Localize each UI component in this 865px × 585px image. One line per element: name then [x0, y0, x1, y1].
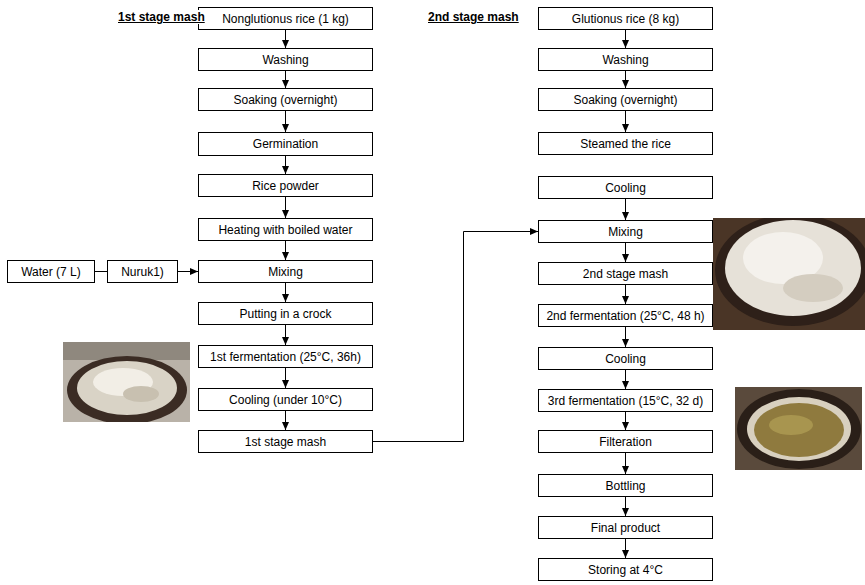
process-box: Rice powder — [198, 174, 373, 197]
flow-arrow — [625, 71, 626, 88]
process-box: Bottling — [538, 474, 713, 497]
flow-arrow — [285, 411, 286, 430]
wine-highlight — [769, 415, 813, 435]
process-box: Germination — [198, 132, 373, 156]
step-text: Steamed the rice — [580, 137, 671, 151]
step-text: 1st fermentation (25°C, 36h) — [210, 350, 361, 364]
process-box: Heating with boiled water — [198, 218, 373, 241]
step-text: Mixing — [608, 225, 643, 239]
process-box: Mixing — [198, 260, 373, 283]
step-text: 2nd stage mash — [583, 267, 668, 281]
wine-surface — [754, 403, 844, 457]
flow-arrow — [95, 271, 107, 272]
step-text: Cooling (under 10°C) — [229, 393, 342, 407]
flow-arrow — [625, 453, 626, 474]
flow-arrow — [285, 30, 286, 48]
step-text: Cooling — [605, 181, 646, 195]
process-box: 1st stage mash — [198, 430, 373, 453]
flow-arrow — [625, 285, 626, 304]
step-text: Cooling — [605, 352, 646, 366]
process-box: 1st fermentation (25°C, 36h) — [198, 345, 373, 368]
flow-arrow — [178, 271, 198, 272]
step-text: 3rd fermentation (15°C, 32 d) — [548, 394, 704, 408]
flow-arrow — [625, 497, 626, 516]
crock-rim — [67, 356, 187, 422]
flow-arrow — [625, 199, 626, 220]
process-box: Nuruk1) — [107, 260, 178, 283]
process-box: 2nd fermentation (25°C, 48 h) — [538, 304, 713, 327]
process-box: 2nd stage mash — [538, 262, 713, 285]
flow-arrow — [625, 111, 626, 132]
crock-rim — [737, 389, 861, 469]
step-text: Water (7 L) — [21, 265, 81, 279]
step-text: Nuruk1) — [121, 265, 164, 279]
process-box: 3rd fermentation (15°C, 32 d) — [538, 389, 713, 412]
flow-arrow — [285, 111, 286, 132]
step-text: Soaking (overnight) — [233, 93, 337, 107]
step-text: Soaking (overnight) — [573, 93, 677, 107]
process-box: Storing at 4°C — [538, 558, 713, 581]
step-text: Washing — [262, 53, 308, 67]
flow-arrow — [625, 30, 626, 48]
process-box: Washing — [538, 48, 713, 71]
mash-shadow — [783, 274, 843, 302]
step-text: Mixing — [268, 265, 303, 279]
crock-photo-third-fermentation — [735, 387, 862, 470]
flow-arrow — [285, 156, 286, 174]
step-text: Nonglutionus rice (1 kg) — [222, 12, 349, 26]
crock-lip — [747, 397, 851, 461]
step-text: Heating with boiled water — [218, 223, 352, 237]
step-text: Washing — [602, 53, 648, 67]
flow-arrow — [625, 327, 626, 347]
flow-arrow — [625, 539, 626, 558]
step-text: 2nd fermentation (25°C, 48 h) — [546, 309, 704, 323]
step-text: Bottling — [605, 479, 645, 493]
mash-surface — [725, 220, 861, 316]
flow-arrow — [285, 71, 286, 88]
process-box: Mixing — [538, 220, 713, 243]
flow-arrow — [285, 197, 286, 218]
process-box: Final product — [538, 516, 713, 539]
process-box: Filteration — [538, 430, 713, 453]
mash-shadow — [123, 386, 159, 402]
step-text: Rice powder — [252, 179, 319, 193]
process-box: Soaking (overnight) — [198, 88, 373, 111]
flow-arrow — [625, 412, 626, 430]
flow-arrow — [373, 232, 538, 442]
step-text: Glutionus rice (8 kg) — [572, 12, 679, 26]
step-text: Storing at 4°C — [588, 563, 663, 577]
process-box: Cooling (under 10°C) — [198, 388, 373, 411]
step-text: Putting in a crock — [239, 307, 331, 321]
flow-arrow — [285, 325, 286, 345]
step-text: 1st stage mash — [245, 435, 326, 449]
flow-arrow — [625, 370, 626, 389]
process-box: Water (7 L) — [7, 260, 95, 283]
mash-surface — [77, 361, 177, 415]
process-box: Steamed the rice — [538, 132, 713, 155]
crock-photo-second-mash — [713, 218, 865, 330]
flow-arrow — [285, 368, 286, 388]
step-text: Filteration — [599, 435, 652, 449]
process-box: Nonglutionus rice (1 kg) — [198, 7, 373, 30]
process-box: Cooling — [538, 347, 713, 370]
section-heading: 2nd stage mash — [428, 10, 519, 24]
flow-arrow — [285, 283, 286, 302]
process-box: Soaking (overnight) — [538, 88, 713, 111]
flow-arrow — [285, 241, 286, 260]
step-text: Germination — [253, 137, 318, 151]
process-box: Glutionus rice (8 kg) — [538, 7, 713, 30]
section-heading: 1st stage mash — [118, 10, 205, 24]
flow-arrow — [625, 243, 626, 262]
step-text: Final product — [591, 521, 660, 535]
crock-rim — [715, 218, 865, 326]
crock-photo-first-mash — [63, 342, 190, 422]
process-box: Putting in a crock — [198, 302, 373, 325]
process-box: Cooling — [538, 176, 713, 199]
photo-ground — [735, 387, 862, 470]
process-box: Washing — [198, 48, 373, 71]
